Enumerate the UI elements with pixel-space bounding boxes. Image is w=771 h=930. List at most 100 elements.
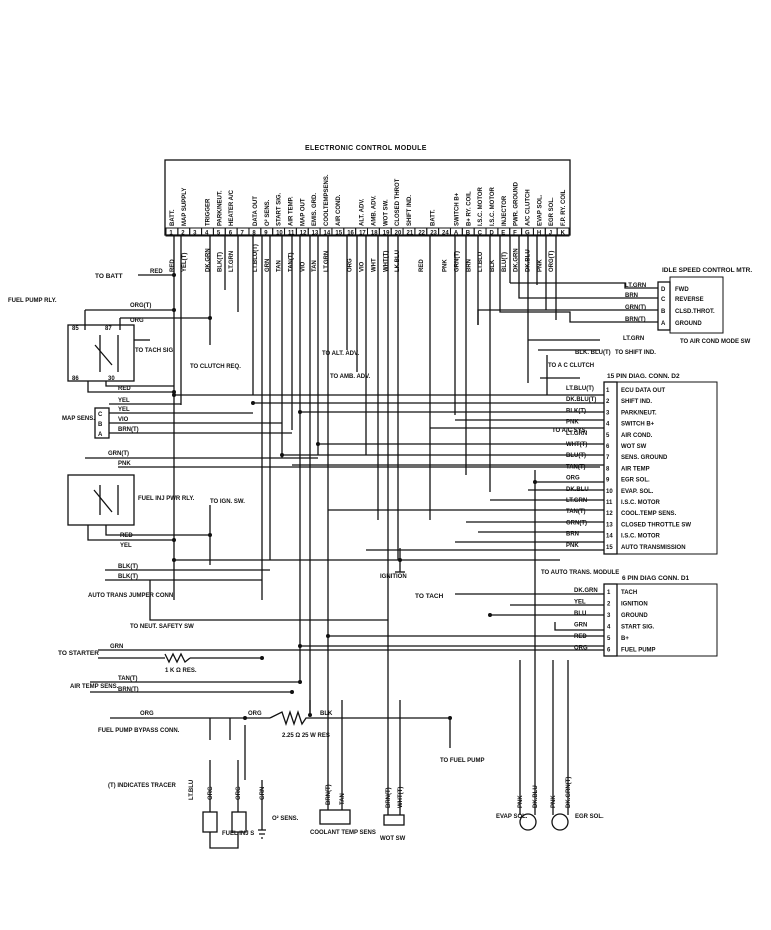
conn6-wire: RED [574,634,587,640]
to-batt-label: TO BATT [95,273,123,280]
isc-title: IDLE SPEED CONTROL MTR. [662,267,752,274]
conn15-pin-11: 11 [606,500,613,506]
conn6-wire: GRN [574,623,587,629]
conn15-wire: ORG [566,476,580,482]
conn15-function: AIR COND. [621,433,653,439]
relay2-grn: GRN(T) [108,451,129,457]
conn15-pin-7: 7 [606,455,610,461]
fuel-inj-pwr-rly: FUEL INJ PWR RLY. [138,496,195,502]
ecm-function-label: AMB. ADV. [371,195,377,226]
ecm-pin-C: C [478,231,483,237]
ecm-pin-14: 14 [324,231,331,237]
ecm-pin-D: D [489,231,494,237]
air-temp-brn: BRN(T) [118,687,139,693]
ecm-pin-5: 5 [217,231,221,237]
conn15-pin-14: 14 [606,534,613,540]
ecm-pin-H: H [537,231,541,237]
ecm-wire-label: ORG(T) [549,251,555,272]
junction-dots [172,273,537,720]
ecm-wire-label: BLK [490,259,496,272]
ecm-wire-label: GRN [265,259,271,272]
conn15-pin-5: 5 [606,433,610,439]
conn15-function: AUTO TRANSMISSION [621,545,686,551]
ecm-function-label: ALT. ADV. [360,198,366,226]
blk-blu: BLK. BLU(T) [575,350,611,356]
bypass-org: ORG [140,711,154,717]
wot-brn: BRN(T) [386,787,392,808]
isc-wire: BRN [625,293,638,299]
ecm-wire-label: VIO [360,261,366,272]
isc-function: GROUND [675,321,702,327]
conn15-title: 15 PIN DIAG. CONN. D2 [607,373,680,380]
conn6-pin-strip [603,583,618,657]
ecm-function-label: AIR TEMP. [288,196,294,226]
fuel-inj-label: FUEL INJ S [222,831,254,837]
conn15-function: SWITCH B+ [621,422,655,428]
ecm-wire-label: GRN(T) [454,251,460,272]
conn15-pin-8: 8 [606,466,610,472]
isc-function: REVERSE [675,297,704,303]
isc-wire: LT.GRN [625,283,646,289]
ecm-function-label: EGR SOL. [549,197,555,226]
conn6-wire: DK.GRN [574,588,598,594]
map-sens-label: MAP SENS. [62,416,95,422]
cool-brn: BRN(T) [326,784,332,805]
conn6-pin-4: 4 [607,625,611,631]
ecm-wire-label: LT.GRN [324,251,330,272]
ecm-pin-12: 12 [300,231,307,237]
tracer-note: (T) INDICATES TRACER [108,783,177,789]
inj-org2: ORG [236,786,242,800]
ecm-wire-label: BLU(T) [502,252,508,272]
ecm-function-label: MAP OUT [300,198,306,226]
relay-org-t: ORG(T) [130,303,151,309]
wire-network [67,235,658,849]
relay-org: ORG [130,318,144,324]
conn15-pin-10: 10 [606,489,613,495]
conn15-wire: WHT(T) [566,442,587,448]
conn15-pin-9: 9 [606,478,610,484]
conn15-function: I.S.C. MOTOR [621,500,661,506]
conn15-wire: LT.GRN [566,431,587,437]
conn15-pin-15: 15 [606,545,613,551]
conn15-pin-12: 12 [606,511,613,517]
ecm-wire-label: BLK(T) [217,252,223,272]
to-ac-sys: TO A/C SYS. [552,428,588,434]
to-auto-trans: TO AUTO TRANS. MODULE [541,570,619,576]
ecm-pin-F: F [513,231,517,237]
ecm-pin-2: 2 [181,231,185,237]
conn15-wire: TAN(T) [566,509,586,515]
isc-function: FWD [675,287,689,293]
ecm-wire-label: RED [419,259,425,272]
starter-grn: GRN [110,644,123,650]
ecm-wire-label: PNK [537,259,543,272]
lt-grn-ac: LT.GRN [623,336,644,342]
relay2-pnk: PNK [118,461,131,467]
conn15-wire: DK.BLU(T) [566,397,596,403]
conn15-wire: PNK [566,420,579,426]
isc-body [669,276,724,334]
ecm-function-label: B+ RY. COIL [466,191,472,226]
ecm-wire-label: BRN [466,259,472,272]
conn15-function: ECU DATA OUT [621,388,666,394]
conn15-wire: PNK [566,543,579,549]
ecm-function-label: A/C CLUTCH [526,189,532,226]
conn15-function: PARK/NEUT. [621,410,657,416]
ecm-pin-24: 24 [442,231,449,237]
map-vio: VIO [118,417,129,423]
ecm-function-label: DATA OUT [253,196,259,226]
conn15-function: I.S.C. MOTOR [621,534,661,540]
ecm-function-label: INJECTOR [502,195,508,226]
isc-wire: GRN(T) [625,305,646,311]
relay2-red: RED [120,533,133,539]
ecm-function-label: I.S.C. MOTOR [478,186,484,226]
conn15-pin-3: 3 [606,410,610,416]
ecm-pin-K: K [561,231,566,237]
conn15-function: COOL.TEMP SENS. [621,511,677,517]
ecm-function-label: O² SENS. [264,199,271,226]
relay2-yel: YEL [120,543,132,549]
ecm-pin-1: 1 [169,231,173,237]
